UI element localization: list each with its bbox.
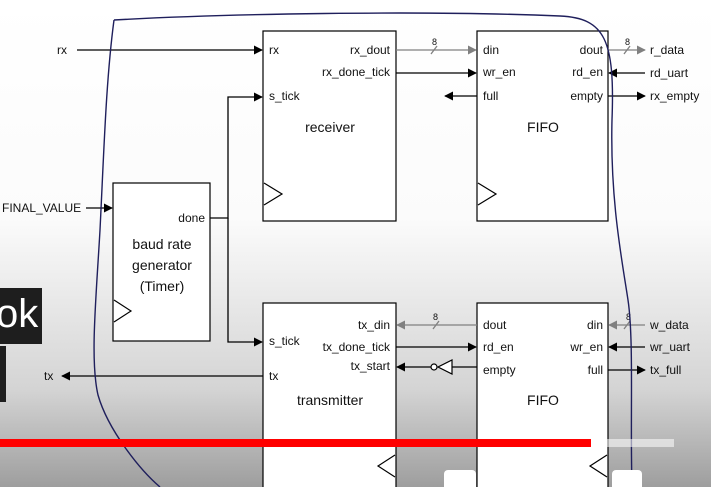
bus-width-label: 8	[626, 312, 631, 322]
transmitter-port-tx-start: tx_start	[351, 359, 391, 373]
bus-wires	[396, 45, 646, 330]
clock-triangle-icon	[477, 182, 498, 206]
transmitter-port-tx: tx	[269, 369, 278, 383]
receiver-port-s-tick: s_tick	[269, 89, 301, 103]
tx-fifo-port-din: din	[587, 318, 603, 332]
clock-triangle-icon	[588, 454, 608, 478]
rx-fifo-port-wr-en: wr_en	[482, 65, 516, 79]
transmitter-port-s-tick: s_tick	[269, 334, 301, 348]
bus-width-label: 8	[432, 37, 437, 47]
rx-fifo-block: FIFO din wr_en full dout rd_en empty	[476, 30, 609, 222]
signal-r-data: r_data	[650, 43, 684, 57]
signal-rd-uart: rd_uart	[650, 66, 689, 80]
caption-overlay: ok	[0, 288, 42, 344]
tx-fifo-port-dout: dout	[483, 318, 507, 332]
clock-triangle-icon	[113, 299, 133, 323]
signal-w-data: w_data	[649, 318, 689, 332]
receiver-port-rx-dout: rx_dout	[350, 43, 391, 57]
signal-wr-uart: wr_uart	[649, 340, 691, 354]
video-progress-bar[interactable]	[0, 439, 674, 447]
baud-label-line2: generator	[132, 257, 192, 273]
clock-triangle-icon	[263, 182, 284, 206]
receiver-block: receiver rx s_tick rx_dout rx_done_tick	[262, 30, 397, 222]
clock-triangle-icon	[376, 454, 396, 478]
wire-tick-receiver	[210, 92, 263, 219]
tx-fifo-block: FIFO dout rd_en empty din wr_en full	[476, 302, 609, 487]
rx-fifo-port-dout: dout	[580, 43, 604, 57]
bus-width-label: 8	[433, 312, 438, 322]
receiver-port-rx-done-tick: rx_done_tick	[322, 65, 391, 79]
baud-label-line3: (Timer)	[140, 278, 185, 294]
caption-overlay-edge	[0, 346, 6, 402]
signal-rx: rx	[57, 43, 67, 57]
wire-tick-transmitter	[227, 218, 263, 347]
tx-fifo-label: FIFO	[527, 392, 559, 408]
video-progress-fill	[0, 439, 592, 447]
transmitter-port-tx-done-tick: tx_done_tick	[323, 340, 391, 354]
transmitter-port-tx-din: tx_din	[358, 318, 390, 332]
settings-gear-icon[interactable]	[530, 470, 566, 487]
rx-fifo-label: FIFO	[527, 119, 559, 135]
rx-fifo-port-empty: empty	[570, 89, 603, 103]
baud-port-done: done	[178, 211, 205, 225]
tx-fifo-port-empty: empty	[483, 363, 516, 377]
bus-width-label: 8	[625, 37, 630, 47]
player-control-icon[interactable]	[444, 470, 476, 487]
baud-generator-block: done baud rate generator (Timer)	[112, 182, 211, 342]
tx-fifo-port-wr-en: wr_en	[569, 340, 603, 354]
receiver-port-rx: rx	[269, 43, 279, 57]
fullscreen-icon[interactable]	[612, 470, 642, 487]
transmitter-label: transmitter	[297, 392, 363, 408]
transmitter-block: transmitter s_tick tx tx_din tx_done_tic…	[262, 302, 397, 487]
baud-label-line1: baud rate	[132, 236, 191, 252]
tx-fifo-port-rd-en: rd_en	[483, 340, 514, 354]
hand-drawn-annotation	[93, 12, 633, 487]
tx-fifo-port-full: full	[588, 363, 603, 377]
receiver-label: receiver	[305, 119, 355, 135]
external-signals: rx FINAL_VALUE tx r_data rd_uart rx_empt…	[2, 43, 699, 383]
signal-final-value: FINAL_VALUE	[2, 201, 81, 215]
caption-text: ok	[0, 292, 39, 336]
inverter-gate	[430, 359, 453, 375]
rx-fifo-port-din: din	[483, 43, 499, 57]
rx-fifo-port-rd-en: rd_en	[572, 65, 603, 79]
rx-fifo-port-full: full	[483, 89, 498, 103]
signal-rx-empty: rx_empty	[650, 89, 699, 103]
signal-tx-full: tx_full	[650, 363, 681, 377]
signal-tx: tx	[44, 369, 53, 383]
